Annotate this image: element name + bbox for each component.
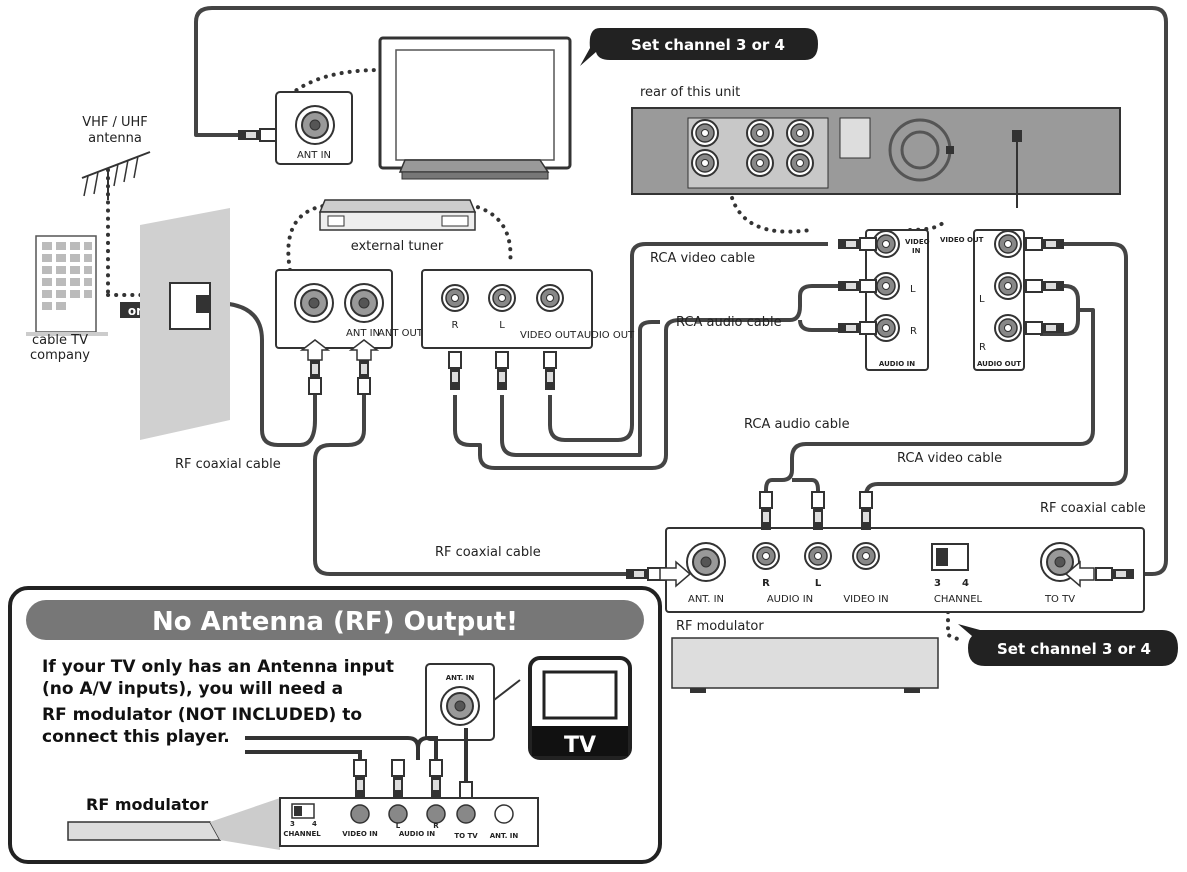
inset-l-label: L xyxy=(396,822,401,830)
unit-out-r-label: R xyxy=(979,342,986,353)
cable-tuner-video xyxy=(548,242,828,442)
tuner-av-panel: R L VIDEO OUT AUDIO OUT xyxy=(421,269,635,349)
unit-out-l-label: L xyxy=(979,294,985,305)
inset-ch3-label: 3 xyxy=(290,820,295,828)
tuner-l-label: L xyxy=(499,320,505,331)
rca-audio-cable-label-2: RCA audio cable xyxy=(744,417,850,432)
cable-tv-label-1: cable TV xyxy=(32,333,88,348)
cable-tuner-to-modulator xyxy=(313,395,628,576)
unit-video-out-label: VIDEO OUT xyxy=(940,236,984,244)
rca-audio-cable-label-1: RCA audio cable xyxy=(676,315,782,330)
inset-channel-label: CHANNEL xyxy=(283,830,321,838)
inset-line-3: RF modulator (NOT INCLUDED) to xyxy=(42,705,362,725)
rf-coaxial-cable-label-1: RF coaxial cable xyxy=(175,457,281,472)
unit-audio-out-panel: VIDEO OUT L R AUDIO OUT xyxy=(940,229,1025,371)
rca-video-cable-label-2: RCA video cable xyxy=(897,451,1002,466)
external-tuner-label: external tuner xyxy=(351,239,444,254)
tv xyxy=(378,36,572,180)
inset-ant-in-small-label: ANT. IN xyxy=(490,832,519,840)
inset-ant-in-label: ANT. IN xyxy=(446,674,475,682)
inset-video-in-label: VIDEO IN xyxy=(342,830,378,838)
unit-video-in-label: VIDEO xyxy=(905,238,930,246)
unit-audio-in-panel: VIDEO IN L R AUDIO IN xyxy=(865,229,930,371)
rf-modulator-box xyxy=(671,637,939,693)
inset-audio-in-label: AUDIO IN xyxy=(399,830,435,838)
mod-r-label: R xyxy=(762,578,770,589)
inset-to-tv-label: TO TV xyxy=(454,832,478,840)
mod-video-in-label: VIDEO IN xyxy=(843,594,888,605)
rf-modulator-panel: ANT. IN R L AUDIO IN VIDEO IN 3 4 CHANNE… xyxy=(665,527,1145,613)
rca-video-cable-label-1: RCA video cable xyxy=(650,251,755,266)
cable-unit-audio-out xyxy=(764,284,1095,505)
inset-line-4: connect this player. xyxy=(42,727,230,747)
wall-plate xyxy=(140,208,230,440)
tuner-r-label: R xyxy=(452,320,459,331)
tuner-ant-out-label: ANT OUT xyxy=(378,328,424,339)
inset-line-1: If your TV only has an Antenna input xyxy=(42,657,394,677)
cable-top-loop xyxy=(194,6,1168,576)
set-channel-top-text: Set channel 3 or 4 xyxy=(631,36,785,54)
inset-rf-modulator-label: RF modulator xyxy=(86,795,208,814)
cable-tv-label-2: company xyxy=(30,348,90,363)
rf-coaxial-cable-label-3: RF coaxial cable xyxy=(1040,501,1146,516)
inset-banner: No Antenna (RF) Output! xyxy=(152,607,518,637)
rear-of-unit-label: rear of this unit xyxy=(640,85,740,100)
set-channel-right-text: Set channel 3 or 4 xyxy=(997,640,1151,658)
antenna-label-2: antenna xyxy=(88,131,142,146)
mod-ant-in-label: ANT. IN xyxy=(688,594,724,605)
unit-r-label: R xyxy=(910,326,917,337)
player-rear xyxy=(631,107,1121,208)
rf-coaxial-cable-label-2: RF coaxial cable xyxy=(435,545,541,560)
mod-to-tv-label: TO TV xyxy=(1044,594,1075,605)
or-label: or xyxy=(128,304,142,318)
dotted-links xyxy=(106,68,962,642)
tv-ant-in-label: ANT IN xyxy=(297,150,331,161)
unit-audio-out-label: AUDIO OUT xyxy=(977,360,1021,368)
tuner-audio-out-label: AUDIO OUT xyxy=(577,330,635,341)
mod-channel-label: CHANNEL xyxy=(934,594,983,605)
unit-audio-in-label: AUDIO IN xyxy=(879,360,915,368)
inset-ch4-label: 4 xyxy=(312,820,317,828)
cables xyxy=(194,6,1168,576)
inset-r-label: R xyxy=(433,822,439,830)
set-channel-callout-top: Set channel 3 or 4 xyxy=(580,28,818,66)
external-tuner: external tuner xyxy=(318,199,477,254)
mod-l-label: L xyxy=(815,578,822,589)
mod-audio-in-label: AUDIO IN xyxy=(767,594,813,605)
tuner-video-out-label: VIDEO OUT xyxy=(520,330,577,341)
cable-tuner-audio-r xyxy=(453,284,844,470)
unit-in-label: IN xyxy=(912,247,921,255)
tv-ant-in-panel: ANT IN xyxy=(275,91,353,165)
tuner-ant-panel: ANT IN ANT OUT xyxy=(275,269,424,349)
mod-ch4-label: 4 xyxy=(962,578,969,589)
no-antenna-inset: No Antenna (RF) Output! If your TV only … xyxy=(8,586,662,864)
cable-tuner-audio-l xyxy=(500,319,844,457)
vhf-uhf-antenna: VHF / UHF antenna xyxy=(81,115,151,200)
cable-tv-building: cable TV company xyxy=(26,235,108,363)
cable-unit-video-out xyxy=(864,242,1128,505)
inset-tv-label: TV xyxy=(564,733,596,758)
inset-line-2: (no A/V inputs), you will need a xyxy=(42,679,343,699)
unit-l-label: L xyxy=(910,284,916,295)
antenna-label-1: VHF / UHF xyxy=(82,115,148,130)
mod-ch3-label: 3 xyxy=(934,578,941,589)
rf-modulator-label: RF modulator xyxy=(676,619,764,634)
cable-wall-to-tuner xyxy=(214,301,317,447)
tuner-ant-in-label: ANT IN xyxy=(346,328,380,339)
set-channel-callout-right: Set channel 3 or 4 xyxy=(958,624,1178,666)
